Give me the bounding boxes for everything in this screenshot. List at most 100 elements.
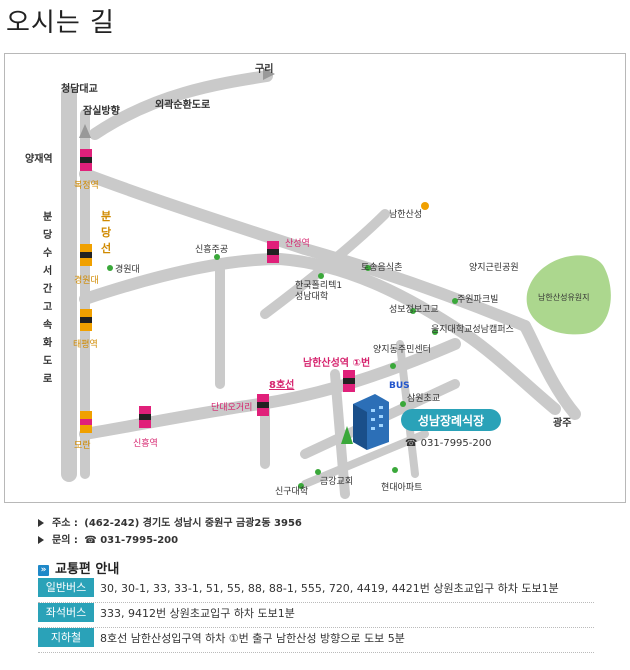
address-value: (462-242) 경기도 성남시 중원구 금광2동 3956 — [84, 518, 302, 529]
poi-dot-gyeongwon-univ — [107, 265, 113, 271]
label-bokjeong: 복정역 — [74, 180, 99, 191]
row-text-seat-bus: 333, 9412번 상원초교입구 하차 도보1분 — [100, 607, 295, 620]
station-namhan-icon — [343, 370, 355, 392]
label-sinheung-jugong: 신흥주공 — [195, 243, 228, 255]
label-expressway-4: 서 — [43, 264, 52, 277]
label-yangjae: 양재역 — [25, 152, 53, 165]
label-geumgwang: 금강교회 — [320, 476, 353, 487]
road-bokjeong-east — [79, 168, 531, 332]
label-moran: 모란 — [74, 439, 91, 451]
tag-seat-bus: 좌석버스 — [38, 603, 94, 622]
label-bundang-line-3: 선 — [101, 241, 111, 255]
label-gyeongwon-univ: 경원대 — [115, 263, 140, 275]
road-oegwak — [89, 70, 273, 140]
tag-general-bus: 일반버스 — [38, 578, 94, 597]
hall-phone: ☎ 031-7995-200 — [405, 438, 491, 449]
poi-dots — [107, 254, 458, 489]
label-expressway-9: 도 — [43, 355, 52, 367]
station-sinheung-icon — [139, 406, 151, 428]
label-sinheung-stn: 신흥역 — [133, 437, 158, 449]
address-label: 주소 : — [52, 518, 78, 529]
label-dandae: 단대오거리 — [211, 402, 252, 413]
label-jugwon-park: 주원파크빌 — [457, 294, 498, 305]
transport-title: » 교통편 안내 — [38, 558, 119, 577]
label-samwon: 삼원초교 — [407, 393, 440, 404]
label-expressway-2: 당 — [43, 228, 53, 241]
label-taepyeong: 태평역 — [73, 339, 98, 350]
label-park-area: 남한산성유원지 — [538, 292, 590, 302]
road-danggok — [260, 209, 390, 319]
label-sanseong-stn: 산성역 — [285, 238, 310, 249]
hall-badge — [401, 409, 501, 431]
divider — [38, 652, 594, 653]
station-moran-icon — [80, 411, 92, 433]
row-text-subway: 8호선 남한산성입구역 하차 ①번 출구 남한산성 방향으로 도보 5분 — [100, 632, 405, 645]
station-gyeongwon-icon — [80, 244, 92, 266]
label-kpoly: 한국폴리텍1 — [295, 280, 342, 291]
park-area — [526, 255, 611, 335]
bullet-triangle-icon — [38, 519, 44, 527]
label-oegwak: 외곽순환도로 — [155, 98, 210, 111]
road-south-west — [301, 430, 429, 488]
road-bokjeong-bend — [519, 320, 581, 420]
label-bundang-line-2: 당 — [101, 225, 111, 239]
row-text-general-bus: 30, 30-1, 33, 33-1, 51, 55, 88, 88-1, 55… — [100, 582, 559, 595]
label-namhansanseong: 남한산성 — [389, 209, 422, 220]
label-jamsil: 잠실방향 — [83, 104, 121, 117]
poi-dot-singu — [298, 483, 304, 489]
location-map: 성남장례식장 ☎ 031-7995-200 구리 청담대교 잠실방향 외곽순환도… — [4, 53, 626, 503]
label-tosong: 토송음식촌 — [361, 262, 402, 273]
label-expressway-5: 간 — [43, 282, 53, 295]
poi-dot-eulji — [432, 329, 438, 335]
label-guri: 구리 — [255, 62, 273, 75]
label-namhan-stn: 남한산성역 ①번 — [303, 356, 370, 369]
label-expressway-7: 속 — [43, 319, 52, 331]
label-bundang-line-1: 분 — [101, 210, 111, 223]
label-expressway-3: 수 — [43, 247, 52, 259]
divider — [38, 602, 594, 603]
station-dandae-icon — [257, 394, 269, 416]
label-yangji-park: 양지근린공원 — [469, 262, 519, 273]
arrow-guri-icon — [263, 68, 275, 80]
label-yangjidong: 양지동주민센터 — [373, 344, 431, 355]
phone-line: 문의 : ☎ 031-7995-200 — [38, 531, 178, 546]
label-expressway-1: 분 — [43, 211, 52, 223]
label-gyeongwon-stn: 경원대 — [74, 274, 99, 286]
transport-title-text: 교통편 안내 — [55, 562, 120, 577]
label-expressway-8: 화 — [43, 337, 53, 349]
label-eulji: 을지대학교성남캠퍼스 — [431, 323, 514, 335]
hall-name: 성남장례식장 — [418, 413, 484, 428]
label-expressway-6: 고 — [43, 301, 52, 313]
poi-dot-namhansanseong — [421, 202, 429, 210]
roads — [61, 70, 581, 499]
poi-dot-jugwon — [452, 298, 458, 304]
map-svg: 성남장례식장 ☎ 031-7995-200 구리 청담대교 잠실방향 외곽순환도… — [25, 62, 611, 499]
label-bus: BUS — [389, 381, 410, 391]
label-hyundai: 현대아파트 — [381, 482, 422, 493]
arrow-north-icon — [79, 124, 91, 138]
station-taepyeong-icon — [80, 309, 92, 331]
poi-dot-samwon — [400, 401, 406, 407]
address-line: 주소 : (462-242) 경기도 성남시 중원구 금광2동 3956 — [38, 514, 302, 529]
station-sanseong-icon — [267, 241, 279, 263]
station-bokjeong-icon — [80, 149, 92, 171]
poi-dot-hyundai — [392, 467, 398, 473]
building-icon — [341, 394, 389, 450]
label-cheongdam: 청담대교 — [61, 82, 98, 95]
divider — [38, 627, 594, 628]
label-line8: 8호선 — [269, 378, 294, 391]
road-sinheung-north — [79, 253, 561, 415]
poi-dot-sinheung-jugong — [214, 254, 220, 260]
poi-dot-sungbo — [410, 308, 416, 314]
label-gwangju: 광주 — [553, 417, 571, 429]
tag-subway: 지하철 — [38, 628, 94, 647]
page-title: 오시는 길 — [6, 8, 115, 38]
bullet-triangle-icon — [38, 536, 44, 544]
double-chevron-icon: » — [38, 565, 49, 576]
poi-dot-kpoly — [318, 273, 324, 279]
phone-value: ☎ 031-7995-200 — [84, 535, 179, 546]
label-sungbo: 성보정보고교 — [389, 304, 439, 315]
phone-label: 문의 : — [52, 535, 78, 546]
stations — [80, 149, 355, 433]
label-singu: 신구대학 — [275, 486, 308, 497]
